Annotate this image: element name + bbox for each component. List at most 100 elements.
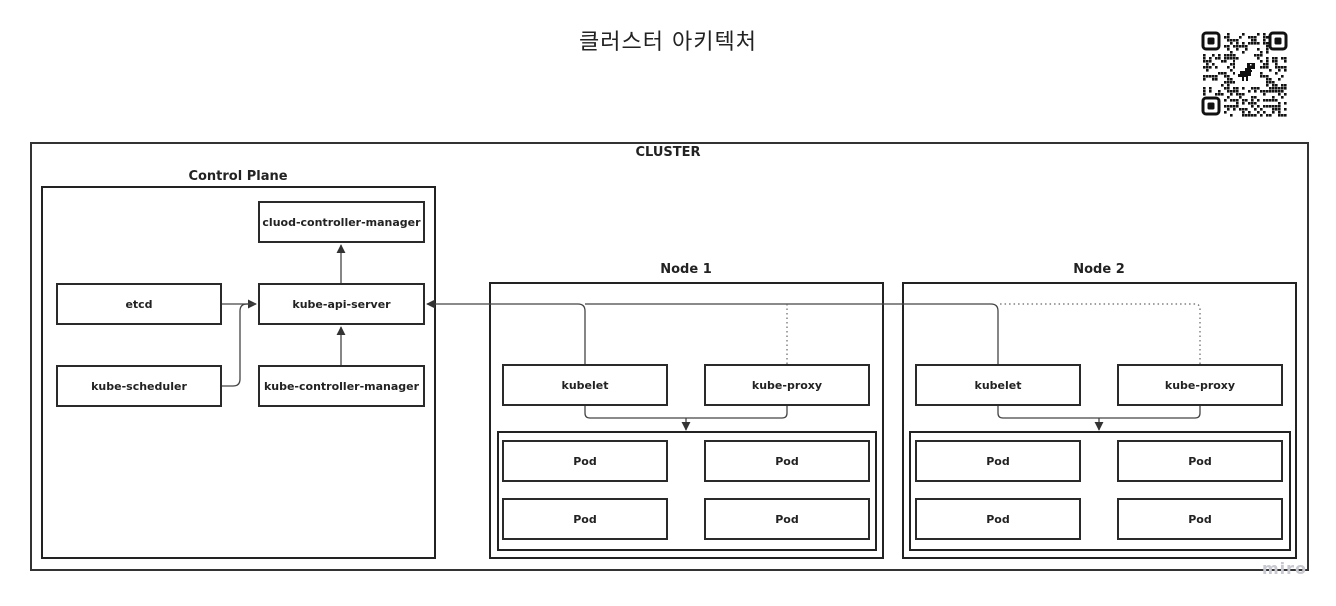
qr-module — [1227, 54, 1230, 57]
node-1-pod-3[interactable]: Pod — [502, 498, 668, 540]
qr-module — [1233, 39, 1236, 42]
node-1-kubelet-box[interactable]: kubelet — [502, 364, 668, 406]
qr-module — [1209, 87, 1212, 90]
node-2-pod-1[interactable]: Pod — [915, 440, 1081, 482]
node-1-label: Node 1 — [660, 262, 712, 277]
qr-module — [1242, 111, 1245, 114]
qr-module — [1251, 99, 1254, 102]
cloud-controller-manager-box[interactable]: cluod-controller-manager — [258, 201, 425, 243]
etcd-box[interactable]: etcd — [56, 283, 222, 325]
qr-module — [1284, 102, 1287, 105]
qr-module — [1233, 60, 1236, 63]
qr-module — [1266, 63, 1269, 66]
node-2-kubelet-box[interactable]: kubelet — [915, 364, 1081, 406]
qr-module — [1254, 87, 1257, 90]
node-2-pod-4[interactable]: Pod — [1117, 498, 1283, 540]
qr-module — [1272, 105, 1275, 108]
qr-module — [1275, 60, 1278, 63]
qr-module — [1227, 36, 1230, 39]
qr-module — [1203, 66, 1206, 69]
qr-module — [1236, 57, 1239, 60]
kube-controller-manager-box[interactable]: kube-controller-manager — [258, 365, 425, 407]
qr-module — [1248, 111, 1251, 114]
qr-module — [1284, 114, 1287, 117]
kube-api-server-box[interactable]: kube-api-server — [258, 283, 425, 325]
qr-module — [1269, 87, 1272, 90]
node-1-pod-4[interactable]: Pod — [704, 498, 870, 540]
qr-module — [1251, 42, 1254, 45]
qr-module — [1269, 81, 1272, 84]
qr-module — [1236, 39, 1239, 42]
qr-module — [1266, 66, 1269, 69]
qr-module — [1230, 99, 1233, 102]
qr-module — [1203, 54, 1206, 57]
qr-module — [1245, 108, 1248, 111]
qr-module — [1233, 90, 1236, 93]
qr-module — [1278, 108, 1281, 111]
qr-module — [1248, 42, 1251, 45]
qr-module — [1281, 84, 1284, 87]
qr-module — [1224, 54, 1227, 57]
qr-module — [1272, 84, 1275, 87]
qr-module — [1272, 108, 1275, 111]
qr-module — [1248, 36, 1251, 39]
qr-module — [1230, 81, 1233, 84]
qr-module — [1263, 93, 1266, 96]
qr-module — [1215, 66, 1218, 69]
node-1-pod-2[interactable]: Pod — [704, 440, 870, 482]
qr-module — [1224, 75, 1227, 78]
qr-module — [1263, 75, 1266, 78]
qr-module — [1227, 108, 1230, 111]
qr-module — [1266, 78, 1269, 81]
qr-module — [1281, 114, 1284, 117]
qr-module — [1275, 87, 1278, 90]
qr-module — [1275, 84, 1278, 87]
qr-module — [1278, 87, 1281, 90]
qr-module — [1230, 63, 1233, 66]
qr-module — [1227, 75, 1230, 78]
node-2-kube-proxy-box[interactable]: kube-proxy — [1117, 364, 1283, 406]
qr-module — [1266, 105, 1269, 108]
node-2-label: Node 2 — [1073, 262, 1125, 277]
qr-module — [1260, 114, 1263, 117]
qr-module — [1251, 102, 1254, 105]
qr-module — [1284, 69, 1287, 72]
qr-module — [1266, 114, 1269, 117]
qr-module — [1278, 78, 1281, 81]
node-2-pod-3[interactable]: Pod — [915, 498, 1081, 540]
qr-module — [1272, 90, 1275, 93]
qr-module — [1263, 39, 1266, 42]
qr-module — [1284, 93, 1287, 96]
node-1-pods-frame — [497, 431, 877, 551]
qr-module — [1284, 60, 1287, 63]
qr-module — [1272, 111, 1275, 114]
qr-module — [1227, 66, 1230, 69]
qr-module — [1221, 93, 1224, 96]
qr-module — [1260, 66, 1263, 69]
node-2-pods-frame — [909, 431, 1291, 551]
qr-module — [1233, 81, 1236, 84]
qr-module — [1272, 60, 1275, 63]
qr-module — [1254, 90, 1257, 93]
qr-module — [1278, 69, 1281, 72]
qr-module — [1278, 114, 1281, 117]
qr-module — [1239, 108, 1242, 111]
qr-module — [1224, 111, 1227, 114]
qr-module — [1215, 75, 1218, 78]
qr-module — [1251, 96, 1254, 99]
node-2-pod-2[interactable]: Pod — [1117, 440, 1283, 482]
kube-scheduler-box[interactable]: kube-scheduler — [56, 365, 222, 407]
qr-module — [1254, 114, 1257, 117]
node-1-kube-proxy-box[interactable]: kube-proxy — [704, 364, 870, 406]
qr-module — [1221, 72, 1224, 75]
qr-module — [1224, 81, 1227, 84]
qr-module — [1257, 54, 1260, 57]
page-title: 클러스터 아키텍처 — [579, 30, 757, 55]
cluster-frame — [30, 142, 1309, 571]
qr-module — [1218, 93, 1221, 96]
qr-module — [1251, 39, 1254, 42]
qr-module — [1209, 75, 1212, 78]
node-1-pod-1[interactable]: Pod — [502, 440, 668, 482]
qr-module — [1263, 33, 1266, 36]
qr-module — [1233, 105, 1236, 108]
